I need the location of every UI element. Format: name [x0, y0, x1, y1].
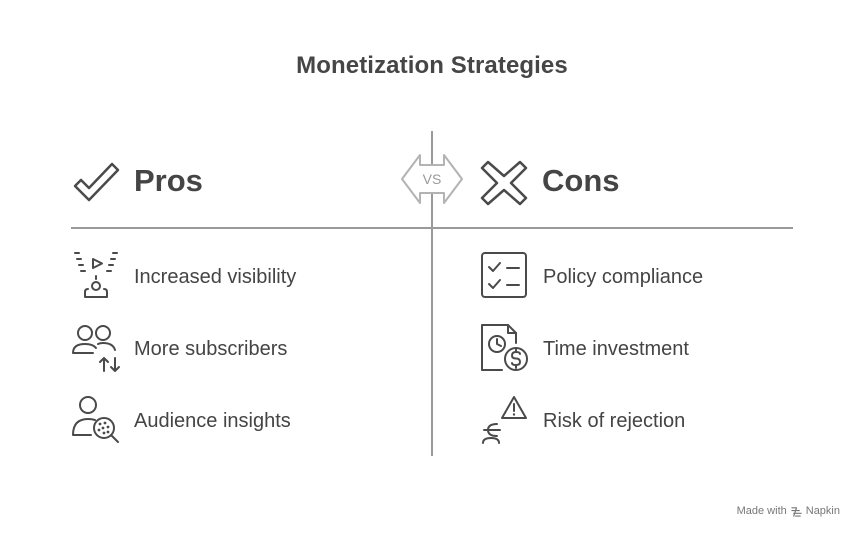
pros-header: Pros: [72, 160, 272, 204]
cons-header: Cons: [480, 160, 680, 206]
vs-label: VS: [422, 171, 442, 187]
subscribers-icon: [72, 325, 120, 372]
pros-item: Audience insights: [71, 395, 411, 445]
made-with-napkin[interactable]: Made with Napkin: [737, 505, 840, 517]
pros-item-label: Increased visibility: [134, 266, 297, 288]
napkin-logo-icon: [791, 506, 802, 517]
checkmark-icon: [73, 162, 120, 202]
pros-item: More subscribers: [71, 323, 411, 373]
checklist-icon: [481, 252, 527, 298]
cons-item-label: Time investment: [543, 338, 689, 360]
cons-item: Policy compliance: [480, 251, 820, 301]
pros-item: Increased visibility: [71, 251, 411, 301]
page-title: Monetization Strategies: [296, 52, 568, 79]
cons-item: Time investment: [480, 323, 820, 373]
pros-item-label: Audience insights: [134, 410, 291, 432]
time-money-icon: [481, 324, 528, 371]
cons-item-label: Policy compliance: [543, 266, 704, 288]
cons-heading: Cons: [542, 163, 620, 198]
cons-item: Risk of rejection: [480, 395, 820, 445]
x-cross-icon: [480, 160, 528, 206]
spotlight-icon: [74, 252, 118, 298]
horizontal-divider: [71, 227, 793, 229]
pros-item-label: More subscribers: [134, 338, 288, 360]
vertical-divider: [431, 131, 433, 456]
risk-warning-icon: [482, 396, 527, 444]
cons-item-label: Risk of rejection: [543, 410, 686, 432]
pros-heading: Pros: [134, 163, 203, 198]
napkin-brand: Napkin: [805, 505, 840, 517]
double-arrow-icon: [401, 154, 463, 204]
audience-insights-icon: [72, 396, 119, 443]
made-with-text: Made with: [736, 505, 787, 517]
vs-badge: VS: [400, 152, 464, 206]
